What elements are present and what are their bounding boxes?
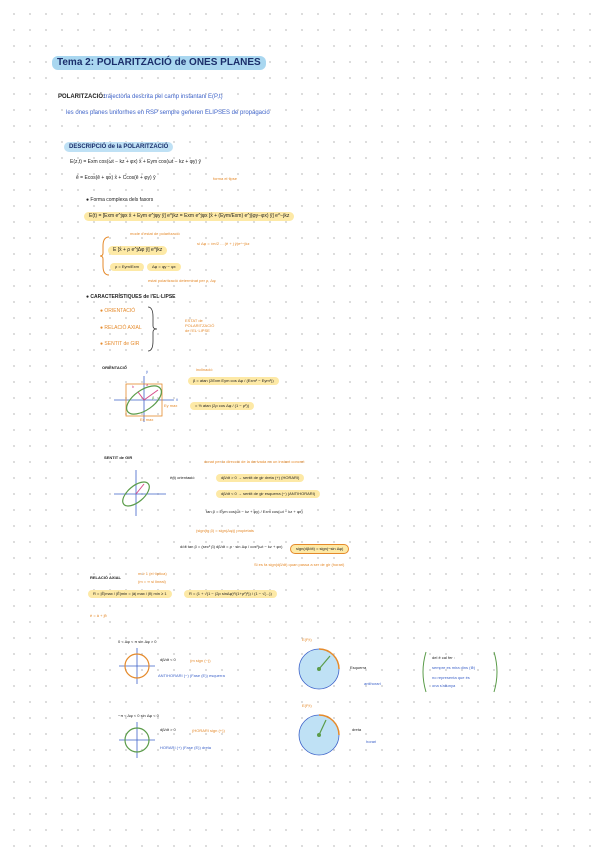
rho-definition: ρ = Eym/Exm (110, 263, 144, 271)
complex-form-label-text: Forma complexa dels fasors (90, 197, 154, 203)
orientation-heading: ORIENTACIÓ (102, 365, 127, 370)
label-ey-max: Ey max (164, 403, 178, 408)
char-item-axial-ratio: ● RELACIÓ AXIAL (100, 325, 142, 331)
field-equation-2: ê = Ecos(ê + φx) x̂ + Ccos(ê + φy) ŷ (76, 175, 156, 181)
derivative-result: sign(dβ/dt) = sign(−sin Δφ) (290, 544, 350, 554)
page-title: Tema 2: POLARITZACIÓ de ONES PLANES (52, 56, 266, 70)
field-equation: E(z,t) = Exm cos(ωt − kz + φx) x̂ + Eym … (70, 159, 201, 165)
case1-condition: 0 < Δφ < π sin Δφ > 0 (118, 639, 157, 644)
characteristics-heading: ● CARACTERÍSTIQUES de l'EL·LIPSE (86, 294, 176, 300)
case1-derivative: dβ/dt < 0 (160, 657, 176, 662)
characteristics-brace (147, 306, 158, 352)
sign-property: (sign(tg β) = sign(Δφ)) propietats (196, 528, 254, 533)
case1-vector-label: E(P,t) (302, 637, 312, 642)
axis-y-label: ŷ (146, 369, 148, 374)
case2-condition: −π < Δφ < 0 sin Δφ < 0 (118, 713, 159, 718)
bounding-box (125, 383, 163, 417)
axial-ratio-heading: RELACIÓ AXIAL (90, 575, 121, 580)
section-heading-description: DESCRIPCIÓ de la POLARITZACIÓ (64, 142, 174, 152)
case1-derivative-note: (m sign (−)) (190, 658, 211, 663)
label-a: a (146, 382, 149, 387)
case1-direction: Esquerra (350, 665, 367, 670)
axial-ratio-formula: R = |Ê|max / |Ê|min = |â| max / |b̂| min… (88, 590, 172, 598)
case2-direction-note: horari (366, 739, 377, 744)
axial-vector: ê = â + jb̂ (90, 613, 107, 618)
case2-derivative-note: (HORARI sign (+)) (192, 728, 225, 733)
characteristics-brace-note: ESTAT de POLARITZACIÓ de l'EL·LIPSE (185, 318, 215, 334)
side-box-line1: del ê cal fer : (432, 655, 455, 660)
derivative-note: Si es fa sign(dβ/dt) quan passa a ser de… (254, 562, 345, 567)
label-b: b (132, 384, 135, 389)
minor-axis-b (137, 391, 145, 401)
side-box-line2: sempre es mira dins (⊗) (432, 665, 476, 670)
complex-phasor-equation: E(t) = [Exm e^jφx x̂ + Eym e^jφy ŷ] e^jk… (84, 212, 295, 221)
ellipse-form-note: forma el·lipse (213, 176, 238, 181)
intro-definition: trajectòria descrita pel camp instantani… (104, 94, 223, 100)
orange-brace (99, 236, 110, 276)
complex-form-label: ● Forma complexa dels fasors (86, 197, 154, 203)
delta-phi-definition: Δφ = φy − φx (147, 263, 181, 271)
side-box-parentheses (422, 651, 498, 693)
rotation-note: donat per la direcció de la derivada en … (204, 459, 305, 464)
char-item-axial-ratio-text: RELACIÓ AXIAL (104, 325, 142, 331)
rotation-ellipse-diagram (114, 470, 166, 516)
case2-field-circle (298, 714, 340, 756)
tan-beta-equation: tan β = Eym cos(ωt − kz + φy) / Exm cos(… (206, 509, 303, 514)
intro-term: POLARITZACIÓ: (58, 94, 105, 100)
case1-direction-note: antihorari (364, 681, 381, 686)
axis-x-label: x̂ (176, 397, 178, 402)
case2-derivative: dβ/dt > 0 (160, 727, 176, 732)
derivative-equation: d/dt tan β = (sec² β) dβ/dt = ρ · sin Δφ… (180, 544, 283, 549)
side-box-line4: ona s'allunya (432, 683, 456, 688)
inclination-formula-2: = ½ atan (2ρ cos Δφ / (1 − ρ²)) (190, 402, 255, 410)
characteristics-heading-text: CARACTERÍSTIQUES de l'EL·LIPSE (90, 294, 176, 300)
label-ex-max: Ex max (140, 417, 154, 422)
orientation-ellipse-diagram (114, 376, 174, 422)
axial-ratio-note-1: m ≥ 1 (el·líptica) (138, 571, 167, 576)
inclination-formula: β = atan (2Exm Eym cos Δφ / (Exm² − Eym²… (188, 377, 279, 385)
rotation-heading: SENTIT de GIR (104, 455, 133, 460)
rotation-counterclockwise: dβ/dt < 0 → sentit de gir esquerra (−) (… (216, 490, 321, 498)
rotation-line-lhs: ê(t) orientació (170, 475, 195, 480)
axial-ratio-formula-2: R = (1 + √(1 − (2ρ sinΔφ)²/(1+ρ²)²)) / (… (184, 590, 277, 598)
polarization-state-label: mode d'estat de polarització (130, 231, 180, 236)
case2-vector-label: E(P,t) (302, 703, 312, 708)
char-item-rotation-text: SENTIT de GIR (104, 341, 140, 347)
rotation-clockwise: dβ/dt > 0 → sentit de gir dreta (+) (HOR… (216, 474, 305, 482)
side-box-line3: no representa que és (432, 675, 470, 680)
char-item-orientation-text: ORIENTACIÓ (104, 308, 136, 314)
inclination-label: inclinació (196, 367, 213, 372)
case2-result: HORARI (+) (Fase (E)) dreta (160, 745, 212, 750)
case2-direction: dreta (352, 727, 362, 732)
state-determined-note: estat polarització determinat per ρ, Δφ (148, 278, 216, 283)
major-axis-a (143, 389, 159, 401)
char-item-rotation: ● SENTIT de GIR (100, 341, 140, 347)
side-note: si Δφ = ±π/2 ... (ê + j ŷ)e^−jkz (197, 241, 250, 246)
case1-result: ANTIHORARI (−) (Fase (E)) esquerra (158, 673, 225, 678)
label-beta: β (152, 395, 155, 400)
char-item-orientation: ● ORIENTACIÓ (100, 308, 136, 314)
axial-ratio-note-2: (m = ∞ si lineal) (138, 579, 166, 584)
case1-circle-diagram (119, 648, 155, 684)
polarization-state-equation: E [x̂ + ρ e^jΔφ ŷ] e^jkz (108, 246, 168, 255)
case1-field-circle (298, 648, 340, 690)
case2-circle-diagram (119, 722, 155, 758)
intro-note: les ones planes uniformes en RSP sempre … (66, 110, 270, 116)
